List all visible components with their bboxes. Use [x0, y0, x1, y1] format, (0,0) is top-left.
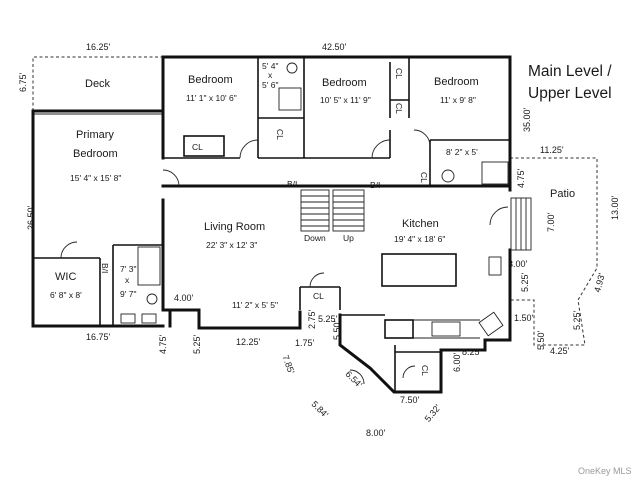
dimension-labels: 16.25' 42.50' 6.75' 35.00' 11.25' 26.50'… — [18, 42, 620, 438]
dim-26-50-left: 26.50' — [26, 205, 36, 230]
bedroom2-size: 10' 5" x 11' 9" — [320, 95, 371, 105]
bedroom1-size: 11' 1" x 10' 6" — [186, 93, 237, 103]
bath-top-size1: 5' 4" — [262, 61, 278, 71]
dim-3-00: 3.00' — [508, 259, 528, 269]
dim-7-00: 7.00' — [546, 212, 556, 232]
dim-4-75-bottom-left: 4.75' — [158, 334, 168, 354]
kitchen-size: 19' 4" x 18' 6" — [394, 234, 445, 244]
living-name: Living Room — [204, 221, 265, 233]
stairs-down-label: Down — [304, 233, 326, 243]
built-in-wic: B/I — [100, 263, 110, 273]
dim-6-54: 6.54' — [344, 369, 365, 390]
closet-label-foyer: CL — [313, 291, 324, 301]
dim-6-75-left: 6.75' — [18, 72, 28, 92]
dim-42-50-top: 42.50' — [322, 42, 347, 52]
dim-5-50-kitchen: 5.50' — [332, 320, 342, 340]
bedroom3-size: 11' x 9' 8" — [440, 95, 476, 105]
dim-16-25-top: 16.25' — [86, 42, 111, 52]
dim-5-25-kitchen: 5.25' — [318, 314, 338, 324]
dim-13-00: 13.00' — [610, 195, 620, 220]
wic-size: 6' 8" x 8' — [50, 290, 82, 300]
kitchen-name: Kitchen — [402, 218, 439, 230]
dim-7-85: 7.85' — [280, 354, 296, 376]
bath-hall-size: 8' 2" x 5' — [446, 147, 478, 157]
built-in-living-left: B/I — [287, 179, 297, 189]
bedroom2-name: Bedroom — [322, 77, 367, 89]
bath-top-size2: 5' 6" — [262, 80, 278, 90]
deck-label: Deck — [85, 78, 111, 90]
foyer-size: 11' 2" x 5' 5" — [232, 300, 278, 310]
level-title-line2: Upper Level — [528, 85, 612, 102]
stairs-up-label: Up — [343, 233, 354, 243]
built-in-living-right: B/I — [370, 180, 380, 190]
dim-1-50: 1.50' — [514, 313, 534, 323]
dim-5-25-right: 5.25' — [520, 272, 530, 292]
dim-1-75: 1.75' — [295, 338, 315, 348]
patio-label: Patio — [550, 188, 575, 200]
closet-label-bedroom2: CL — [394, 68, 404, 79]
primary-name2: Bedroom — [73, 148, 118, 160]
dim-4-00: 4.00' — [174, 293, 194, 303]
watermark: OneKey MLS — [578, 466, 632, 476]
dim-4-75-right: 4.75' — [516, 168, 526, 188]
interior-walls — [33, 57, 532, 392]
dim-6-00: 6.00' — [452, 352, 462, 372]
primary-name1: Primary — [76, 129, 114, 141]
dim-5-32: 5.32' — [423, 402, 443, 423]
dim-4-93: 4.93' — [592, 272, 607, 293]
closet-label-bedroom3: CL — [394, 103, 404, 114]
closet-label-bath: CL — [419, 172, 429, 183]
closet-label-hall: CL — [275, 129, 285, 140]
living-size: 22' 3" x 12' 3" — [206, 240, 257, 250]
dim-7-50: 7.50' — [400, 395, 420, 405]
patio-area — [510, 157, 598, 346]
wic-name: WIC — [55, 271, 76, 283]
dim-4-25: 4.25' — [550, 346, 570, 356]
dim-8-00: 8.00' — [366, 428, 386, 438]
dim-5-25-bottom-left: 5.25' — [192, 334, 202, 354]
dim-5-84: 5.84' — [310, 399, 331, 420]
closet-label-kitchen: CL — [420, 365, 430, 376]
dim-12-25-bottom: 12.25' — [236, 337, 261, 347]
dim-8-25: 8.25' — [462, 347, 482, 357]
dim-5-50-patio: 5.50' — [536, 330, 546, 350]
bath-primary-x: x — [125, 275, 130, 285]
bath-primary-size1: 7' 3" — [120, 264, 136, 274]
bedroom3-name: Bedroom — [434, 76, 479, 88]
exterior-walls — [31, 55, 512, 394]
bath-primary-size2: 9' 7" — [120, 289, 136, 299]
stair-treads — [301, 195, 364, 227]
dim-16-75-bottom: 16.75' — [86, 332, 111, 342]
dim-5-25-patio: 5.25' — [572, 310, 582, 330]
bedroom1-name: Bedroom — [188, 74, 233, 86]
bath-top-x: x — [268, 70, 273, 80]
dim-35-00-right: 35.00' — [522, 107, 532, 132]
level-title-line1: Main Level / — [528, 63, 612, 80]
primary-size: 15' 4" x 15' 8" — [70, 173, 121, 183]
closet-label-bedroom1: CL — [192, 142, 203, 152]
dim-11-25-patio: 11.25' — [540, 145, 564, 155]
dim-2-75: 2.75' — [307, 309, 317, 329]
